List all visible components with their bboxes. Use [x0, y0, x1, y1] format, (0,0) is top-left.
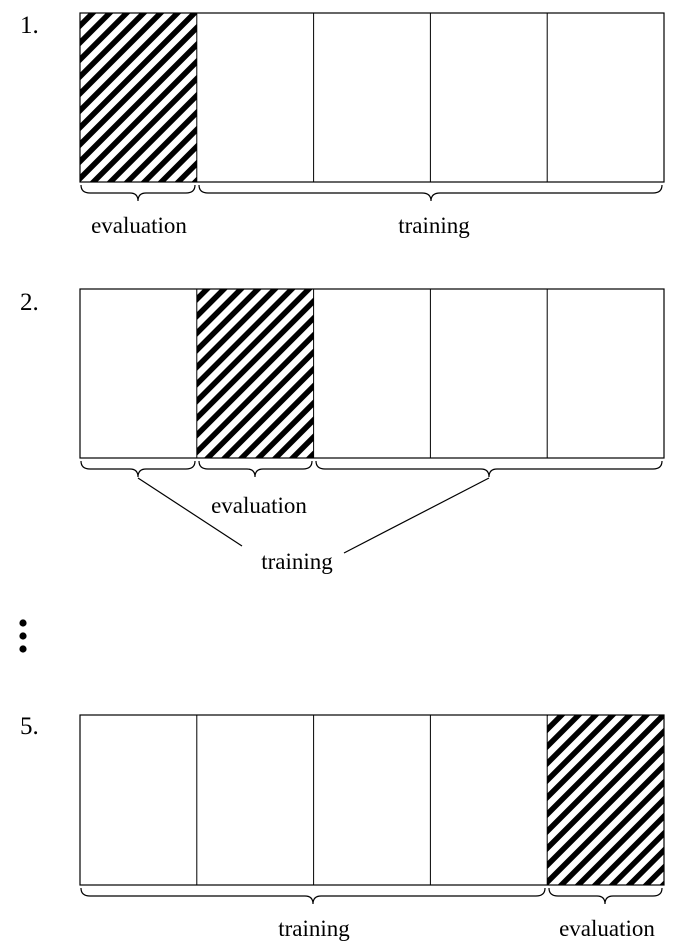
fold-bar — [79, 288, 665, 459]
training-connector-line — [343, 477, 490, 554]
fold-bar — [79, 12, 665, 183]
evaluation-label: evaluation — [91, 213, 187, 238]
fold-2: 2. evaluation training — [20, 288, 665, 574]
fold-cell — [430, 715, 547, 885]
fold-cell — [314, 715, 431, 885]
fold-1: 1. evaluation training — [20, 12, 665, 238]
evaluation-label: evaluation — [559, 916, 655, 941]
evaluation-brace — [80, 184, 196, 202]
training-brace — [80, 460, 196, 478]
vertical-ellipsis — [19, 619, 27, 653]
fold-number: 2. — [20, 289, 39, 316]
evaluation-label: evaluation — [211, 493, 307, 518]
training-brace — [315, 460, 663, 478]
fold-bar-outline — [79, 288, 665, 459]
fold-cell — [314, 289, 431, 458]
fold-number: 5. — [20, 713, 39, 740]
fold-cell — [430, 289, 547, 458]
ellipsis-dot — [19, 632, 27, 640]
fold-bar-outline — [79, 12, 665, 183]
ellipsis-dot — [19, 645, 27, 653]
fold-cell — [197, 715, 314, 885]
training-label: training — [398, 213, 470, 238]
fold-cell-evaluation — [547, 715, 664, 885]
training-connector-line — [137, 477, 243, 547]
fold-cell-evaluation — [196, 289, 314, 458]
fold-bar — [79, 714, 665, 886]
fold-cell-evaluation — [80, 13, 197, 182]
fold-bar-outline — [79, 714, 665, 886]
fold-number: 1. — [20, 12, 39, 39]
fold-cell — [430, 13, 547, 182]
fold-cell — [197, 13, 314, 182]
fold-5: 5. training evaluation — [20, 713, 665, 941]
evaluation-brace — [198, 460, 313, 478]
evaluation-brace — [548, 887, 663, 905]
fold-cell — [80, 715, 197, 885]
training-label: training — [261, 549, 333, 574]
fold-cell — [80, 289, 197, 458]
training-label: training — [278, 916, 350, 941]
fold-cell — [547, 289, 664, 458]
training-brace — [80, 887, 546, 905]
training-brace — [198, 184, 663, 202]
fold-cell — [314, 13, 431, 182]
fold-cell — [547, 13, 664, 182]
ellipsis-dot — [19, 619, 27, 627]
